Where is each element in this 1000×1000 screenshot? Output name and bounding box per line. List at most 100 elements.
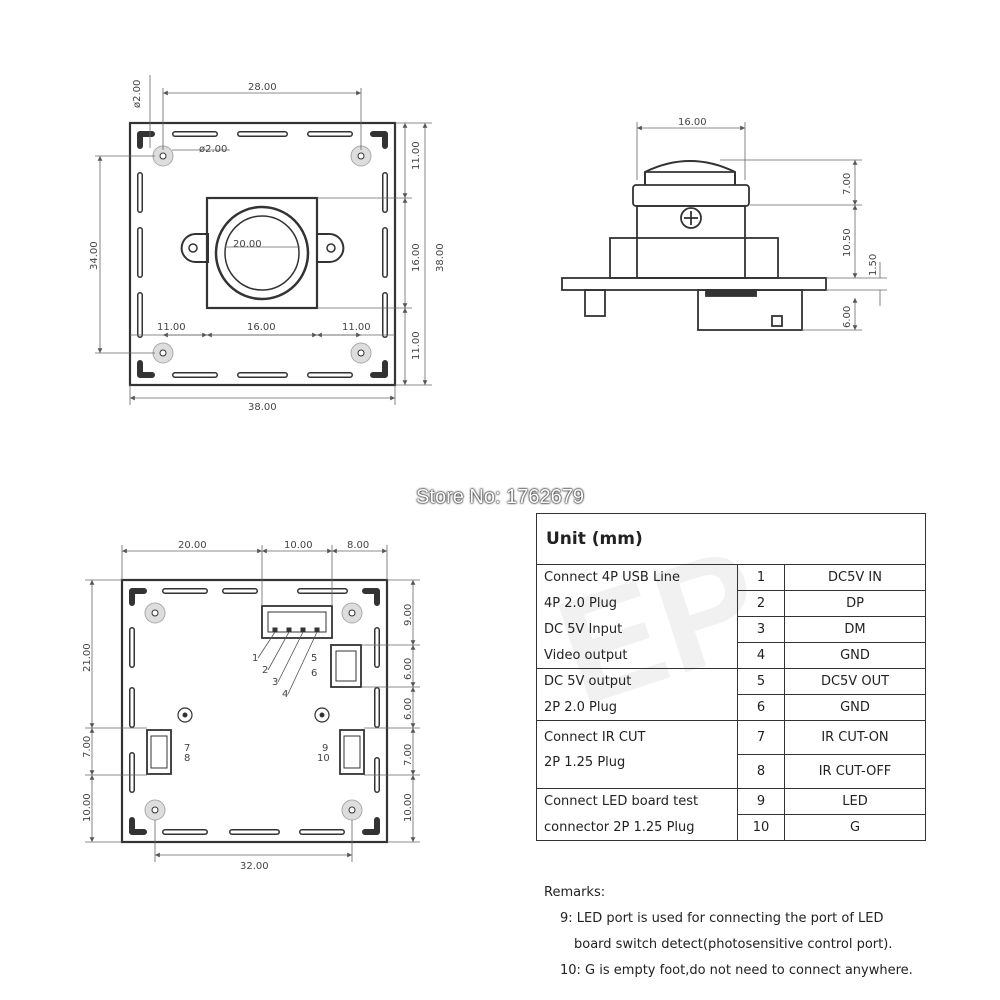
row-signal: IR CUT-OFF xyxy=(784,754,926,789)
connector-led xyxy=(339,729,365,775)
row-desc: 4P 2.0 Plug xyxy=(536,590,738,617)
row-desc: 2P 2.0 Plug xyxy=(536,694,738,721)
side-pin-left xyxy=(584,289,606,317)
row-desc: Video output xyxy=(536,642,738,669)
lens-ear-left xyxy=(180,232,209,264)
row-pin: 3 xyxy=(737,616,785,643)
row-pin: 4 xyxy=(737,642,785,669)
dim-width-28: 28.00 xyxy=(248,82,277,93)
row-signal: DP xyxy=(784,590,926,617)
row-pin: 9 xyxy=(737,788,785,815)
dim-mid-16: 16.00 xyxy=(247,322,276,333)
side-lens-cap xyxy=(644,160,736,185)
row-signal: DC5V OUT xyxy=(784,668,926,695)
table-row: connector 2P 1.25 Plug 10 G xyxy=(536,814,926,841)
front-view xyxy=(128,121,397,387)
dim-back-right-6a: 6.00 xyxy=(403,658,414,680)
row-desc: connector 2P 1.25 Plug xyxy=(536,814,738,841)
table-row: Video output 4 GND xyxy=(536,642,926,669)
dim-side-1-50: 1.50 xyxy=(868,254,879,276)
row-desc: DC 5V Input xyxy=(536,616,738,643)
back-board-outline xyxy=(120,578,389,844)
dim-left-11: 11.00 xyxy=(157,322,186,333)
table-row: 2P 1.25 Plug 8 IR CUT-OFF xyxy=(536,754,926,789)
table-row: 4P 2.0 Plug 2 DP xyxy=(536,590,926,617)
pin-label-10: 10 xyxy=(317,753,330,764)
row-desc: Connect 4P USB Line xyxy=(536,564,738,591)
dim-side-10-50: 10.50 xyxy=(842,228,853,257)
remark-line-2: board switch detect(photosensitive contr… xyxy=(574,937,893,952)
pin-label-6: 6 xyxy=(311,668,317,679)
row-pin: 7 xyxy=(737,720,785,755)
back-view xyxy=(120,578,389,844)
dim-v-16: 16.00 xyxy=(411,243,422,272)
dim-side-16: 16.00 xyxy=(678,117,707,128)
dim-back-right-7: 7.00 xyxy=(403,744,414,766)
table-row: Connect LED board test 9 LED xyxy=(536,788,926,815)
dim-back-left-7: 7.00 xyxy=(82,736,93,758)
dim-back-top-20: 20.00 xyxy=(178,540,207,551)
dim-side-7: 7.00 xyxy=(842,173,853,195)
row-pin: 8 xyxy=(737,754,785,789)
front-board-outline xyxy=(128,121,397,387)
row-desc: Connect LED board test xyxy=(536,788,738,815)
table-row: 2P 2.0 Plug 6 GND xyxy=(536,694,926,721)
lens-ear-right xyxy=(316,232,345,264)
table-row: Connect 4P USB Line 1 DC5V IN xyxy=(536,564,926,591)
row-signal: DC5V IN xyxy=(784,564,926,591)
dim-lens-20: 20.00 xyxy=(233,239,262,250)
side-lens-ring xyxy=(632,184,750,207)
row-desc: DC 5V output xyxy=(536,668,738,695)
lens-inner xyxy=(224,215,300,291)
dim-v-11-top: 11.00 xyxy=(411,141,422,170)
dim-back-left-10: 10.00 xyxy=(82,793,93,822)
table-row: DC 5V output 5 DC5V OUT xyxy=(536,668,926,695)
dim-right-11: 11.00 xyxy=(342,322,371,333)
pin-table: Unit (mm) Connect 4P USB Line 1 DC5V IN … xyxy=(536,513,926,841)
row-signal: GND xyxy=(784,694,926,721)
connector-2p-20 xyxy=(330,644,362,688)
pin-label-3: 3 xyxy=(272,677,278,688)
connector-ir-cut xyxy=(146,729,172,775)
row-pin: 6 xyxy=(737,694,785,721)
dim-back-bottom-32: 32.00 xyxy=(240,861,269,872)
dim-back-top-8: 8.00 xyxy=(347,540,369,551)
dim-back-right-9: 9.00 xyxy=(403,604,414,626)
lens-outer xyxy=(214,205,310,301)
connector-4p xyxy=(261,605,333,639)
dim-side-6: 6.00 xyxy=(842,306,853,328)
row-signal: IR CUT-ON xyxy=(784,720,926,755)
remarks: Remarks: 9: LED port is used for connect… xyxy=(544,880,984,984)
row-signal: DM xyxy=(784,616,926,643)
dim-hole-dia-left: ø2.00 xyxy=(132,80,143,108)
row-signal: G xyxy=(784,814,926,841)
dim-height-34: 34.00 xyxy=(89,241,100,270)
lens-screw xyxy=(680,207,702,229)
pin-label-9: 9 xyxy=(322,743,328,754)
table-header: Unit (mm) xyxy=(536,513,926,565)
side-view xyxy=(561,160,827,331)
row-signal: LED xyxy=(784,788,926,815)
pin-label-8: 8 xyxy=(184,753,190,764)
row-pin: 10 xyxy=(737,814,785,841)
dim-back-right-10: 10.00 xyxy=(403,793,414,822)
dim-bottom-38: 38.00 xyxy=(248,402,277,413)
dim-v-38: 38.00 xyxy=(435,243,446,272)
pin-label-4: 4 xyxy=(282,689,288,700)
table-row: Connect IR CUT 7 IR CUT-ON xyxy=(536,720,926,755)
dim-back-left-21: 21.00 xyxy=(82,643,93,672)
dim-v-11-bottom: 11.00 xyxy=(411,331,422,360)
lens-holder xyxy=(205,196,319,310)
row-desc: Connect IR CUT xyxy=(536,720,738,755)
side-lens-base xyxy=(609,237,779,279)
row-pin: 1 xyxy=(737,564,785,591)
dim-back-top-10: 10.00 xyxy=(284,540,313,551)
pin-label-5: 5 xyxy=(311,653,317,664)
dim-hole-dia-inner: ø2.00 xyxy=(199,144,227,155)
remark-line-1: 9: LED port is used for connecting the p… xyxy=(560,911,884,926)
row-desc: 2P 1.25 Plug xyxy=(536,754,738,789)
pin-label-2: 2 xyxy=(262,665,268,676)
row-pin: 2 xyxy=(737,590,785,617)
pin-label-1: 1 xyxy=(252,653,258,664)
